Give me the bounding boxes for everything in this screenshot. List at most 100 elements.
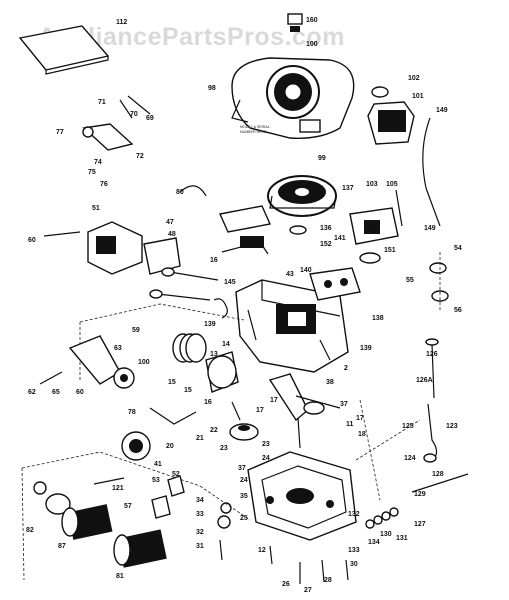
part-label: 129: [414, 491, 426, 498]
part-label: 131: [396, 535, 408, 542]
part-label: 160: [306, 17, 318, 24]
part-label: 23: [220, 445, 228, 452]
flywheel-part: [267, 175, 337, 217]
part-label: 48: [168, 231, 176, 238]
part-label: 34: [196, 497, 204, 504]
part-label: 18: [358, 431, 366, 438]
part-label: 30: [350, 561, 358, 568]
part-label: 23: [262, 441, 270, 448]
part-label: 16: [210, 257, 218, 264]
cylinder-head-part: [309, 267, 361, 301]
muffler-part: [21, 451, 201, 581]
part-label: 11: [346, 421, 354, 428]
part-label: 70: [130, 111, 138, 118]
part-label: 138: [372, 315, 384, 322]
crankshaft-part: [268, 373, 341, 449]
part-label: 38: [326, 379, 334, 386]
part-label: 37: [238, 465, 246, 472]
part-label: 17: [356, 415, 364, 422]
owners-manual-part: [18, 25, 110, 75]
part-label: 133: [348, 547, 360, 554]
part-label: 62: [28, 389, 36, 396]
part-label: 149: [436, 107, 448, 114]
part-label: 24: [262, 455, 270, 462]
part-label: 105: [386, 181, 398, 188]
part-label: 12: [258, 547, 266, 554]
ignition-coil-part: [219, 205, 271, 255]
part-label: 65: [52, 389, 60, 396]
part-label: 51: [92, 205, 100, 212]
part-label: 56: [454, 307, 462, 314]
carburetor-part: [43, 221, 181, 275]
part-label: 149: [424, 225, 436, 232]
part-label: 128: [432, 471, 444, 478]
cylinder-block-part: [235, 279, 349, 373]
air-cleaner-part: [367, 86, 415, 145]
part-label: 20: [166, 443, 174, 450]
part-label: 69: [146, 115, 154, 122]
part-label: 127: [414, 521, 426, 528]
part-label: 16: [204, 399, 212, 406]
cam-gear-part: [229, 401, 259, 441]
fuel-line-part: [422, 117, 441, 227]
part-label: 27: [304, 587, 312, 594]
part-label: 76: [100, 181, 108, 188]
part-label: 100: [138, 359, 150, 366]
gasket-kit-part: [79, 303, 245, 380]
part-label: 100: [306, 41, 318, 48]
part-label: 63: [114, 345, 122, 352]
bolt-set-part: [93, 475, 349, 584]
part-label: 78: [128, 409, 136, 416]
part-label: 126: [426, 351, 438, 358]
part-label: 139: [204, 321, 216, 328]
part-label: 136: [320, 225, 332, 232]
part-label: 33: [196, 511, 204, 518]
part-label: 21: [196, 435, 204, 442]
primer-bulb-part: [429, 252, 449, 312]
part-label: 17: [256, 407, 264, 414]
part-label: 126A: [416, 377, 433, 384]
governor-shaft-part: [411, 473, 469, 493]
part-label: 52: [172, 471, 180, 478]
part-label: 87: [58, 543, 66, 550]
part-label: 25: [240, 515, 248, 522]
part-label: 81: [116, 573, 124, 580]
part-label: 130: [380, 531, 392, 538]
blower-housing-part: MODEL & SERIAL NUMBER HERE: [231, 57, 355, 139]
fuel-pump-part: [349, 207, 399, 264]
washer-set-part: [365, 507, 399, 529]
part-label: 37: [340, 401, 348, 408]
part-label: 74: [94, 159, 102, 166]
part-label: 137: [342, 185, 354, 192]
part-label: 125: [402, 423, 414, 430]
part-label: 26: [282, 581, 290, 588]
part-label: 140: [300, 267, 312, 274]
part-labels: 112 160 100 98 102 101 149 70 71 69 77 7…: [26, 17, 462, 594]
part-label: 72: [136, 153, 144, 160]
part-label: 99: [318, 155, 326, 162]
part-label: 35: [240, 493, 248, 500]
part-label: 77: [56, 129, 64, 136]
part-label: 151: [384, 247, 396, 254]
part-label: 112: [116, 19, 127, 26]
part-label: 60: [76, 389, 84, 396]
part-label: 41: [154, 461, 162, 468]
part-label: 134: [368, 539, 380, 546]
part-label: 123: [446, 423, 458, 430]
part-label: 2: [344, 365, 348, 372]
part-label: 17: [270, 397, 278, 404]
part-label: 47: [166, 219, 174, 226]
part-label: 71: [98, 99, 106, 106]
control-linkage-part: [82, 95, 151, 151]
part-label: 14: [222, 341, 230, 348]
svg-text:NUMBER HERE: NUMBER HERE: [240, 130, 267, 134]
part-label: 54: [454, 245, 462, 252]
part-label: 57: [124, 503, 132, 510]
part-label: 80: [176, 189, 184, 196]
part-label: 15: [168, 379, 176, 386]
part-label: 101: [412, 93, 424, 100]
part-label: 139: [360, 345, 372, 352]
part-label: 31: [196, 543, 204, 550]
part-label: 13: [210, 351, 218, 358]
